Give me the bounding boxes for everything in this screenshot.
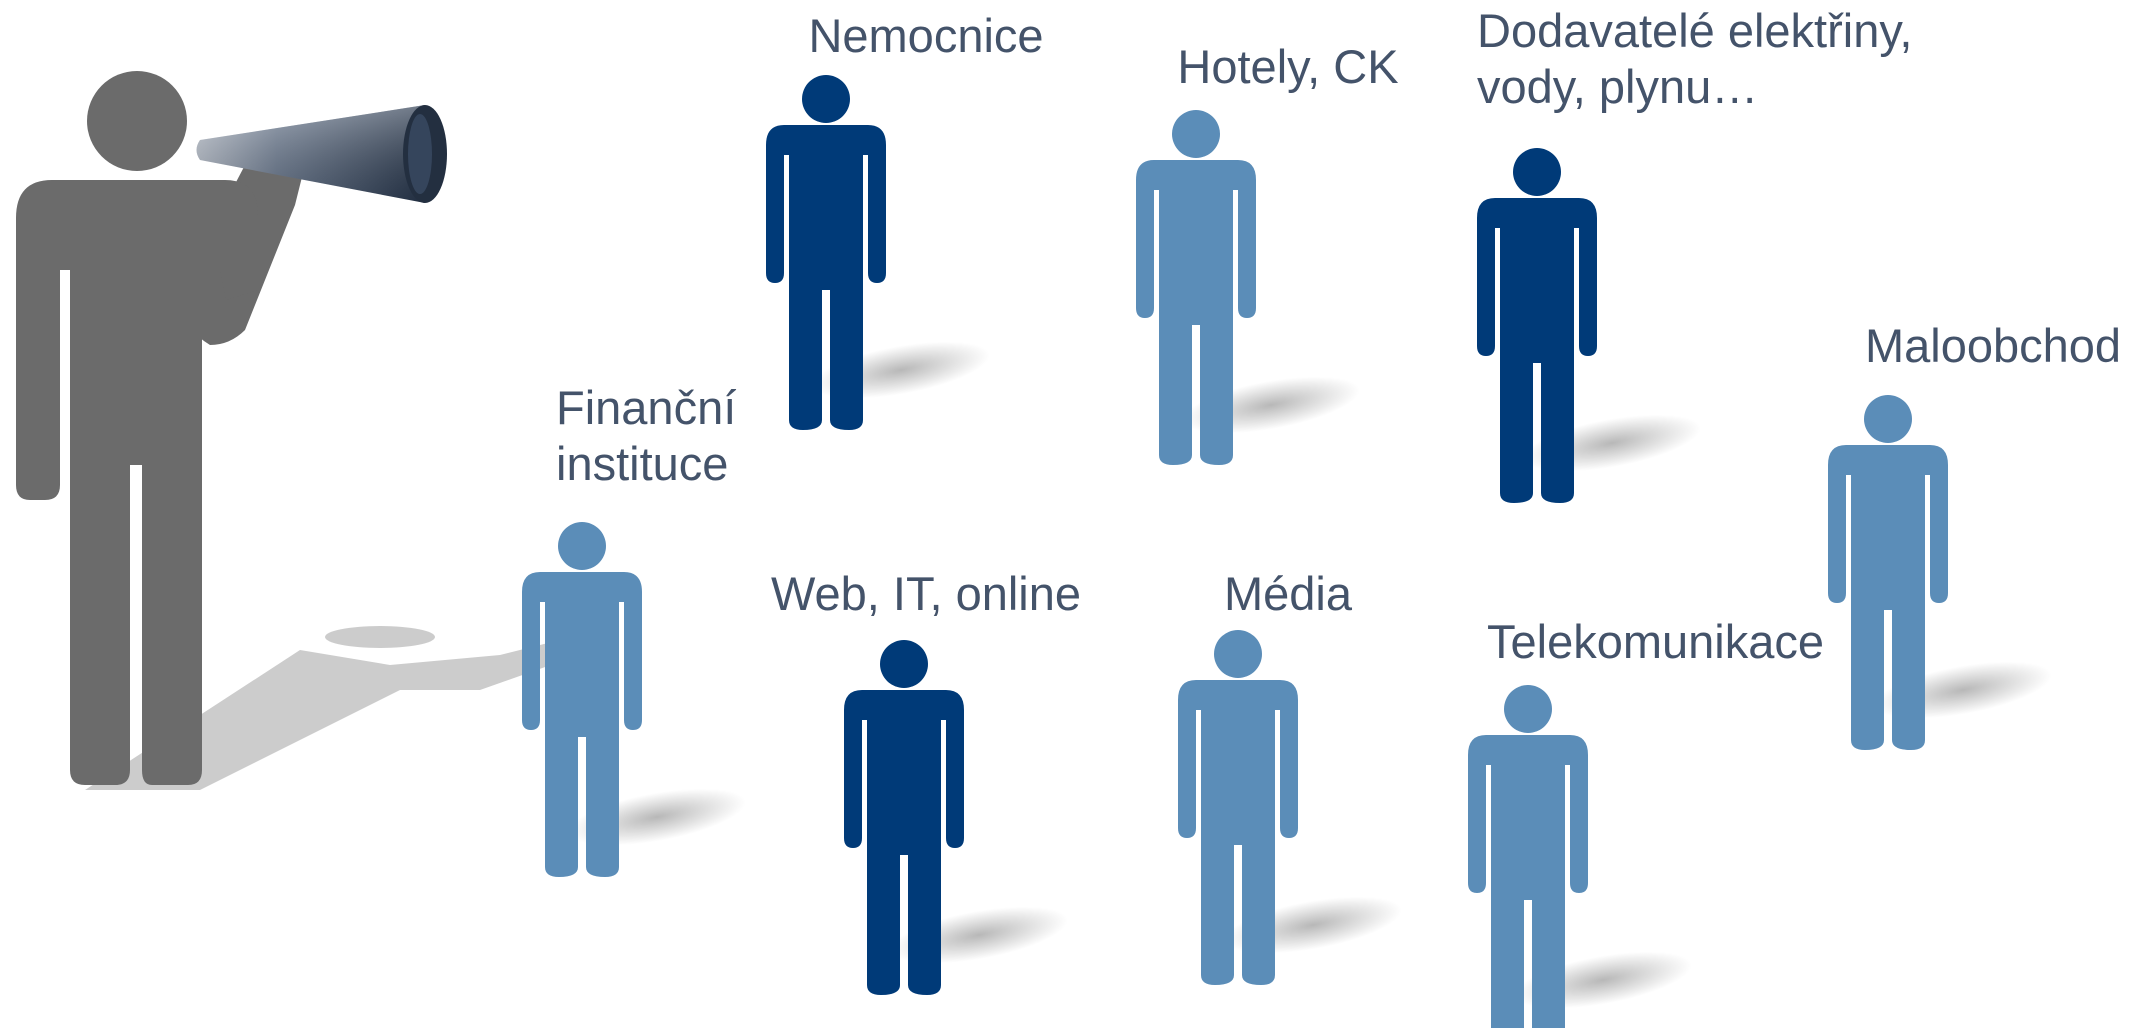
person-body: [844, 690, 964, 995]
person-body: [1136, 160, 1256, 465]
group-label-line: Maloobchod: [1865, 319, 2121, 372]
group-label-line: Finanční: [556, 381, 736, 434]
group-label-line: Média: [1224, 567, 1353, 620]
group-label-line: Dodavatelé elektřiny,: [1477, 4, 1912, 57]
person-body: [1477, 198, 1597, 503]
person-icon: [1178, 630, 1402, 985]
person-body: [1178, 680, 1298, 985]
group-label-line: Nemocnice: [808, 9, 1043, 62]
person-icon: [766, 75, 990, 430]
person-icon: [1477, 148, 1701, 503]
person-head: [1172, 110, 1220, 158]
group-label: Web, IT, online: [771, 567, 1081, 620]
person-body: [1828, 445, 1948, 750]
person-icon: [1468, 685, 1692, 1028]
group-label-line: Web, IT, online: [771, 567, 1081, 620]
group-label-line: Hotely, CK: [1177, 40, 1398, 93]
person-head: [1504, 685, 1552, 733]
group-label: Hotely, CK: [1177, 40, 1398, 93]
person-icon: [844, 640, 1068, 995]
speaker-with-megaphone-icon: [16, 71, 565, 790]
person-head: [1864, 395, 1912, 443]
group-label: Maloobchod: [1865, 319, 2121, 372]
person-head: [802, 75, 850, 123]
person-icon: [1136, 110, 1360, 465]
group-label: Média: [1224, 567, 1353, 620]
group-label: Dodavatelé elektřiny,vody, plynu…: [1477, 4, 1912, 113]
person-body: [522, 572, 642, 877]
group-label-line: vody, plynu…: [1477, 60, 1758, 113]
person-icon: [522, 522, 746, 877]
person-head: [558, 522, 606, 570]
group-label-line: Telekomunikace: [1487, 615, 1824, 668]
person-body: [766, 125, 886, 430]
group-label: Telekomunikace: [1487, 615, 1824, 668]
person-head: [880, 640, 928, 688]
person-head: [1214, 630, 1262, 678]
person-head: [1513, 148, 1561, 196]
group-label: Nemocnice: [808, 9, 1043, 62]
group-label-line: instituce: [556, 437, 728, 490]
person-body: [1468, 735, 1588, 1028]
person-icon: [1828, 395, 2052, 750]
